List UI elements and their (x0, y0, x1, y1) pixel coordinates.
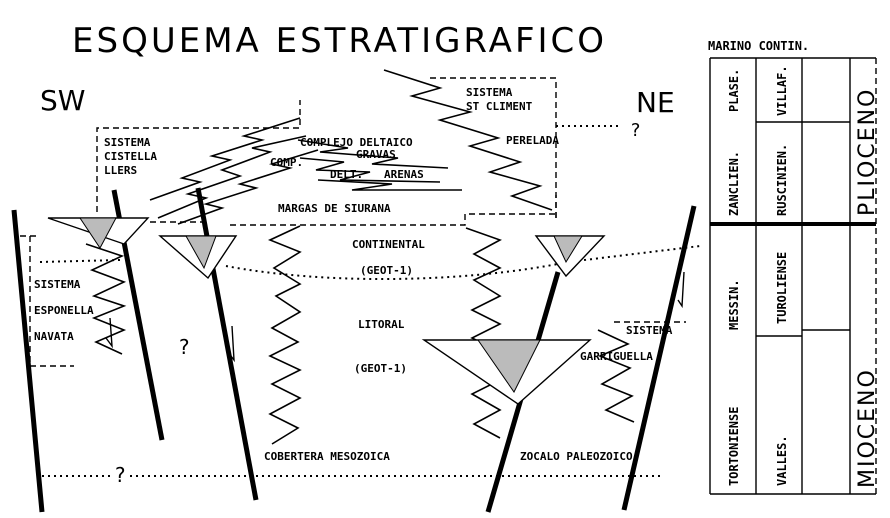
st-climent-line2: ST CLIMENT (466, 100, 533, 113)
zigzag-left-a (85, 243, 127, 355)
esponella-line2: ESPONELLA (34, 304, 94, 317)
complejo-deltaico-label: COMPLEJO DELTAICO (300, 136, 413, 149)
ruscinien-label: RUSCINIEN. (775, 144, 789, 216)
fan-triangle-3 (534, 235, 606, 278)
cistella-line2: CISTELLA (104, 150, 157, 163)
tortoniense-label: TORTONIENSE (727, 407, 741, 486)
esponella-line3: NAVATA (34, 330, 74, 343)
st-climent-zigzag (383, 69, 553, 211)
mioceno-label: MIOCENO (855, 368, 880, 488)
st-climent-line1: SISTEMA (466, 86, 513, 99)
zocalo-label: ZOCALO PALEOZOICO (520, 450, 633, 463)
upper-unit-boundary (96, 100, 557, 226)
arrow-2 (227, 325, 235, 363)
plioceno-label: PLIOCENO (855, 88, 880, 216)
cobertera-label: COBERTERA MESOZOICA (264, 450, 390, 463)
table-header: MARINO CONTIN. (708, 39, 809, 53)
comp-label: COMP. (270, 156, 303, 169)
delt-label: DELT. (330, 168, 363, 181)
question-low: ? (114, 463, 126, 487)
diagram-title: ESQUEMA ESTRATIGRAFICO (72, 21, 607, 61)
continental-label: CONTINENTAL (352, 238, 425, 251)
cistella-line3: LLERS (104, 164, 137, 177)
fault-5 (621, 205, 697, 511)
arrow-1 (105, 317, 113, 349)
esponella-box (29, 236, 74, 367)
fault-3 (195, 187, 259, 501)
geot1-label-a: (GEOT-1) (360, 264, 413, 277)
arrow-3 (677, 271, 685, 309)
deltaico-zigzag-1 (297, 139, 449, 169)
zigzag-centre-right (465, 227, 502, 439)
deltaico-zigzag-2 (299, 157, 441, 183)
messin-label: MESSIN. (727, 279, 741, 330)
garriguella-line2: GARRIGUELLA (580, 350, 653, 363)
perelada-label: PERELADA (506, 134, 559, 147)
plase-label: PLASE. (727, 69, 741, 112)
arenas-label: ARENAS (384, 168, 424, 181)
deltaico-zigzag-3 (317, 179, 462, 191)
direction-sw: SW (40, 84, 85, 117)
valles-label: VALLES. (775, 435, 789, 486)
st-climent-box (430, 77, 557, 218)
question-mid: ? (178, 335, 190, 359)
geot1-label-b: (GEOT-1) (354, 362, 407, 375)
fan-triangle-1 (47, 217, 150, 249)
turoliense-label: TUROLIENSE (775, 252, 789, 324)
cistella-zigzag-3 (177, 149, 319, 225)
esponella-line1: SISTEMA (34, 278, 81, 291)
fan-triangle-2 (158, 235, 238, 280)
cistella-zigzag-2 (157, 135, 307, 219)
margas-label: MARGAS DE SIURANA (278, 202, 391, 215)
question-top: ? (630, 120, 641, 141)
litoral-label: LITORAL (358, 318, 405, 331)
zigzag-centre-left (267, 225, 302, 445)
direction-ne: NE (636, 86, 675, 119)
garriguella-line1: SISTEMA (626, 324, 673, 337)
zigzag-right (597, 329, 635, 423)
villaf-label: VILLAF. (775, 65, 789, 116)
cistella-zigzag-1 (149, 117, 301, 201)
fan-triangle-4 (421, 339, 592, 405)
fault-1 (11, 209, 45, 513)
gravas-label: GRAVAS (356, 148, 396, 161)
chrono-table (709, 57, 877, 495)
cistella-line1: SISTEMA (104, 136, 151, 149)
zanclien-label: ZANCLIEN. (727, 151, 741, 216)
dotted-line-mid (39, 245, 701, 281)
